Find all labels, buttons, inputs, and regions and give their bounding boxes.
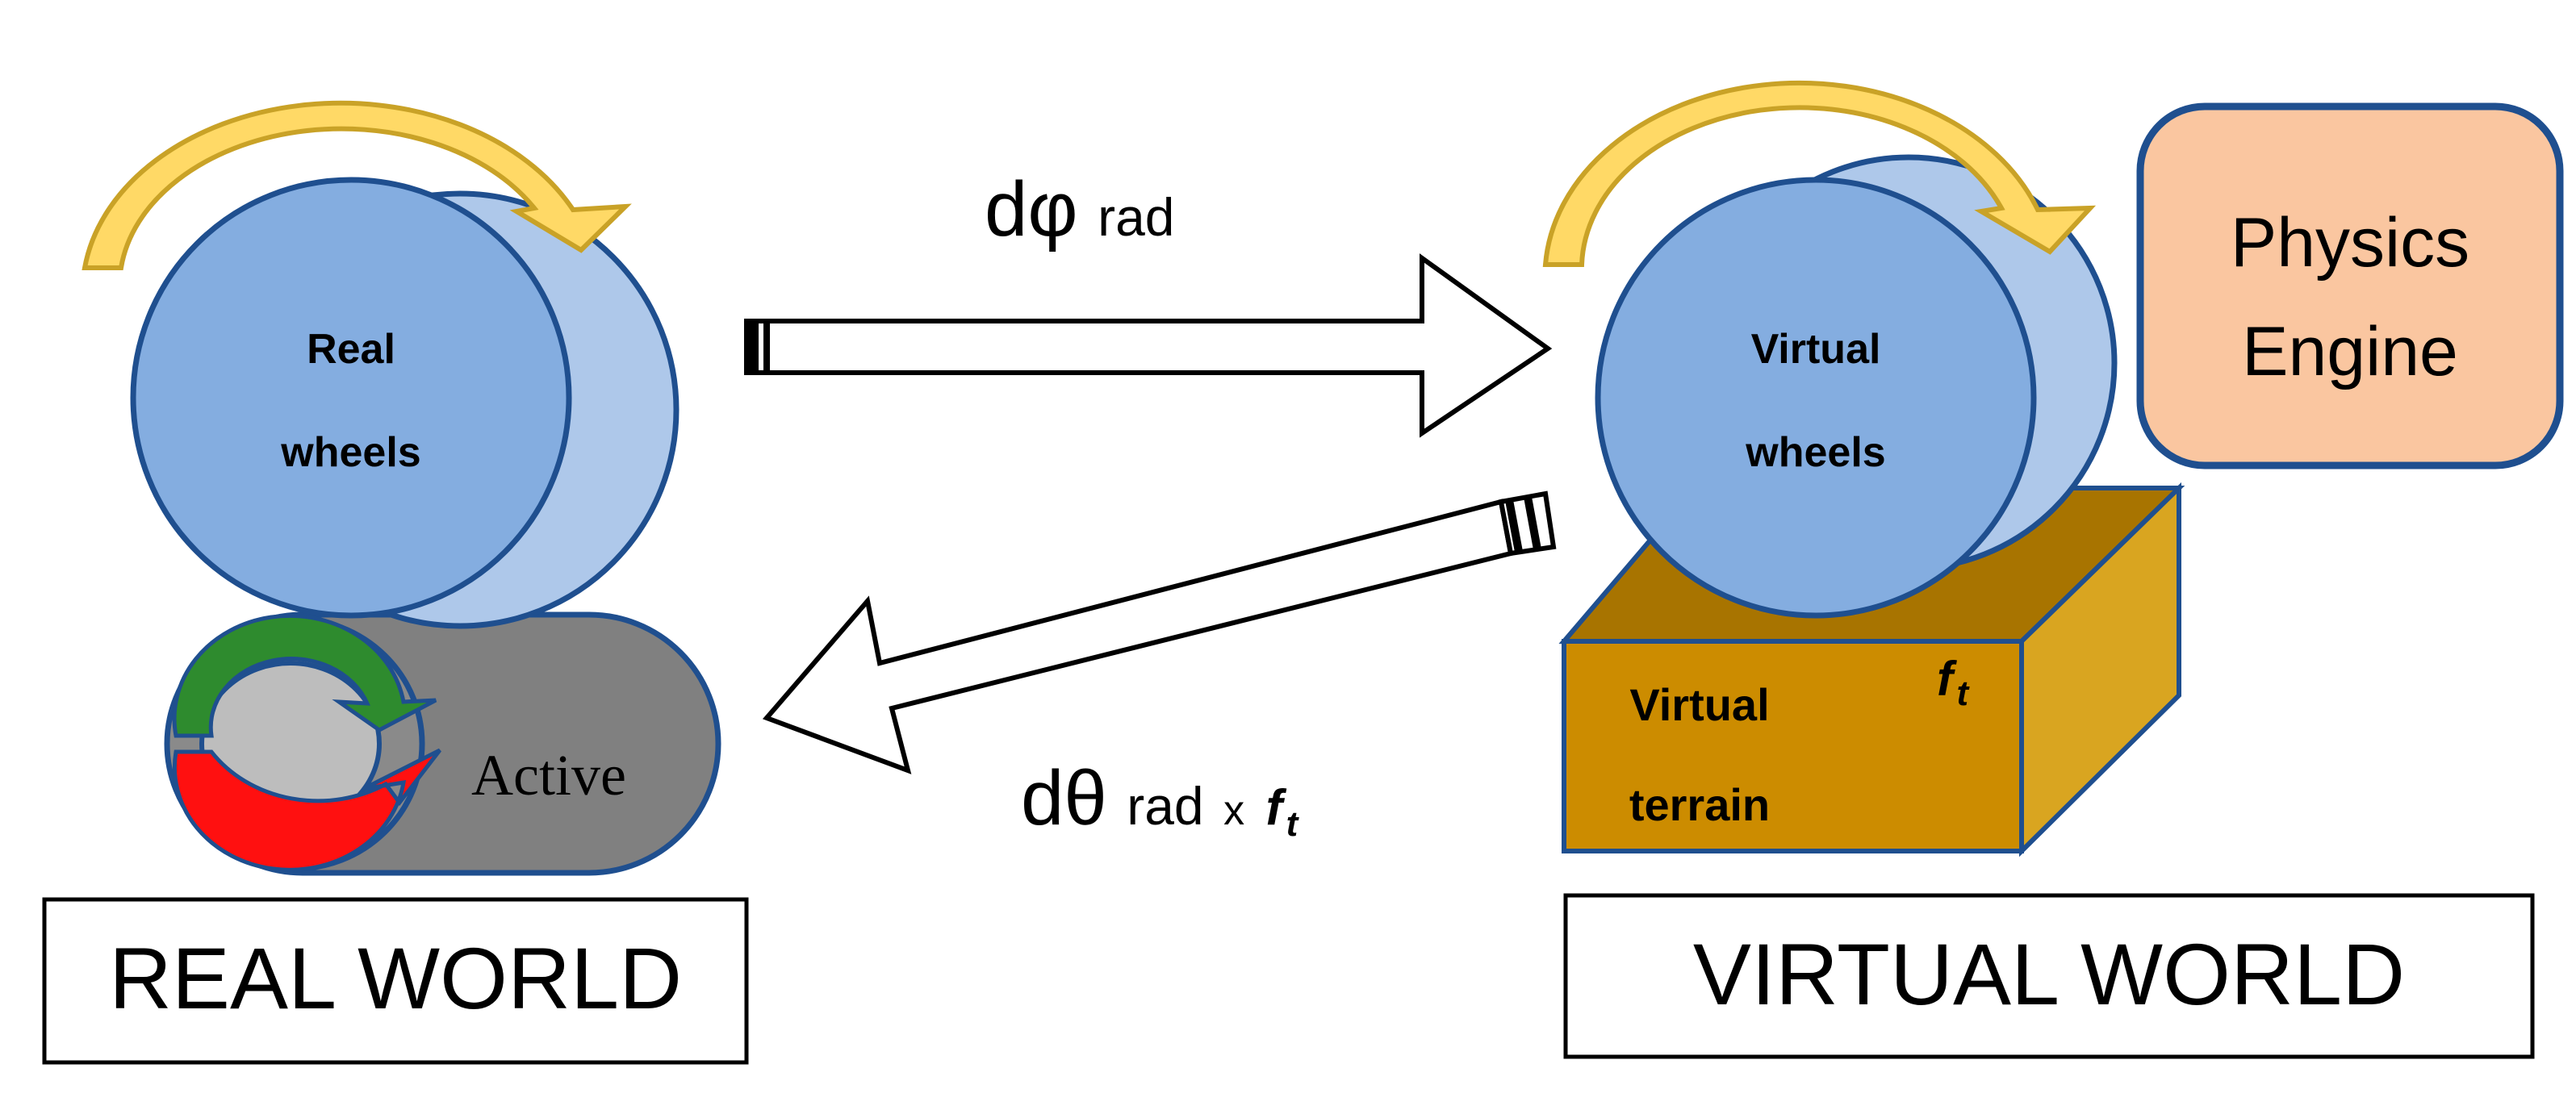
- terrain-label-line1: Virtual: [1629, 679, 1769, 730]
- forward-symbol: dφ: [985, 166, 1078, 252]
- backward-arrow: [762, 490, 1557, 774]
- virtual-world-label: VIRTUAL WORLD: [1693, 925, 2405, 1023]
- forward-label: dφ rad: [985, 166, 1174, 252]
- real-wheel-label-line1: Real: [307, 326, 395, 373]
- real-wheel-front: [130, 177, 572, 619]
- physics-engine-line1: Physics: [2231, 204, 2469, 282]
- backward-force: f: [1266, 780, 1287, 836]
- backward-times: x: [1223, 787, 1244, 834]
- backward-symbol: dθ: [1021, 755, 1107, 841]
- backward-unit: rad: [1127, 776, 1203, 836]
- active-treadmill: Active: [164, 611, 721, 876]
- virtual-world-box: VIRTUAL WORLD: [1563, 893, 2535, 1059]
- virtual-wheels: Virtual wheels: [1595, 154, 2118, 619]
- forward-arrow: [744, 253, 1553, 438]
- virtual-wheel-label-line2: wheels: [1745, 429, 1885, 476]
- red-rotation-arrow: [172, 748, 441, 872]
- physics-engine-box: Physics Engine: [2136, 102, 2564, 469]
- terrain-label-line2: terrain: [1629, 779, 1770, 830]
- terrain-front: [1562, 639, 2024, 853]
- real-wheels: Real wheels: [130, 177, 680, 629]
- real-world-label: REAL WORLD: [109, 929, 682, 1027]
- backward-label: dθ rad x f t: [1021, 755, 1300, 844]
- forward-unit: rad: [1098, 187, 1174, 247]
- green-rotation-arrow: [172, 613, 437, 738]
- backward-force-sub: t: [1286, 804, 1300, 844]
- real-rotation-arrow: [82, 100, 632, 270]
- virtual-rotation-arrow: [1542, 80, 2097, 267]
- terrain-force-sub: t: [1956, 674, 1970, 713]
- real-wheel-label-line2: wheels: [280, 429, 420, 476]
- physics-engine-line2: Engine: [2242, 313, 2458, 390]
- real-world-box: REAL WORLD: [42, 897, 749, 1065]
- virtual-wheel-front: [1595, 177, 2037, 619]
- active-label: Active: [471, 743, 626, 807]
- virtual-wheel-label-line1: Virtual: [1751, 326, 1881, 373]
